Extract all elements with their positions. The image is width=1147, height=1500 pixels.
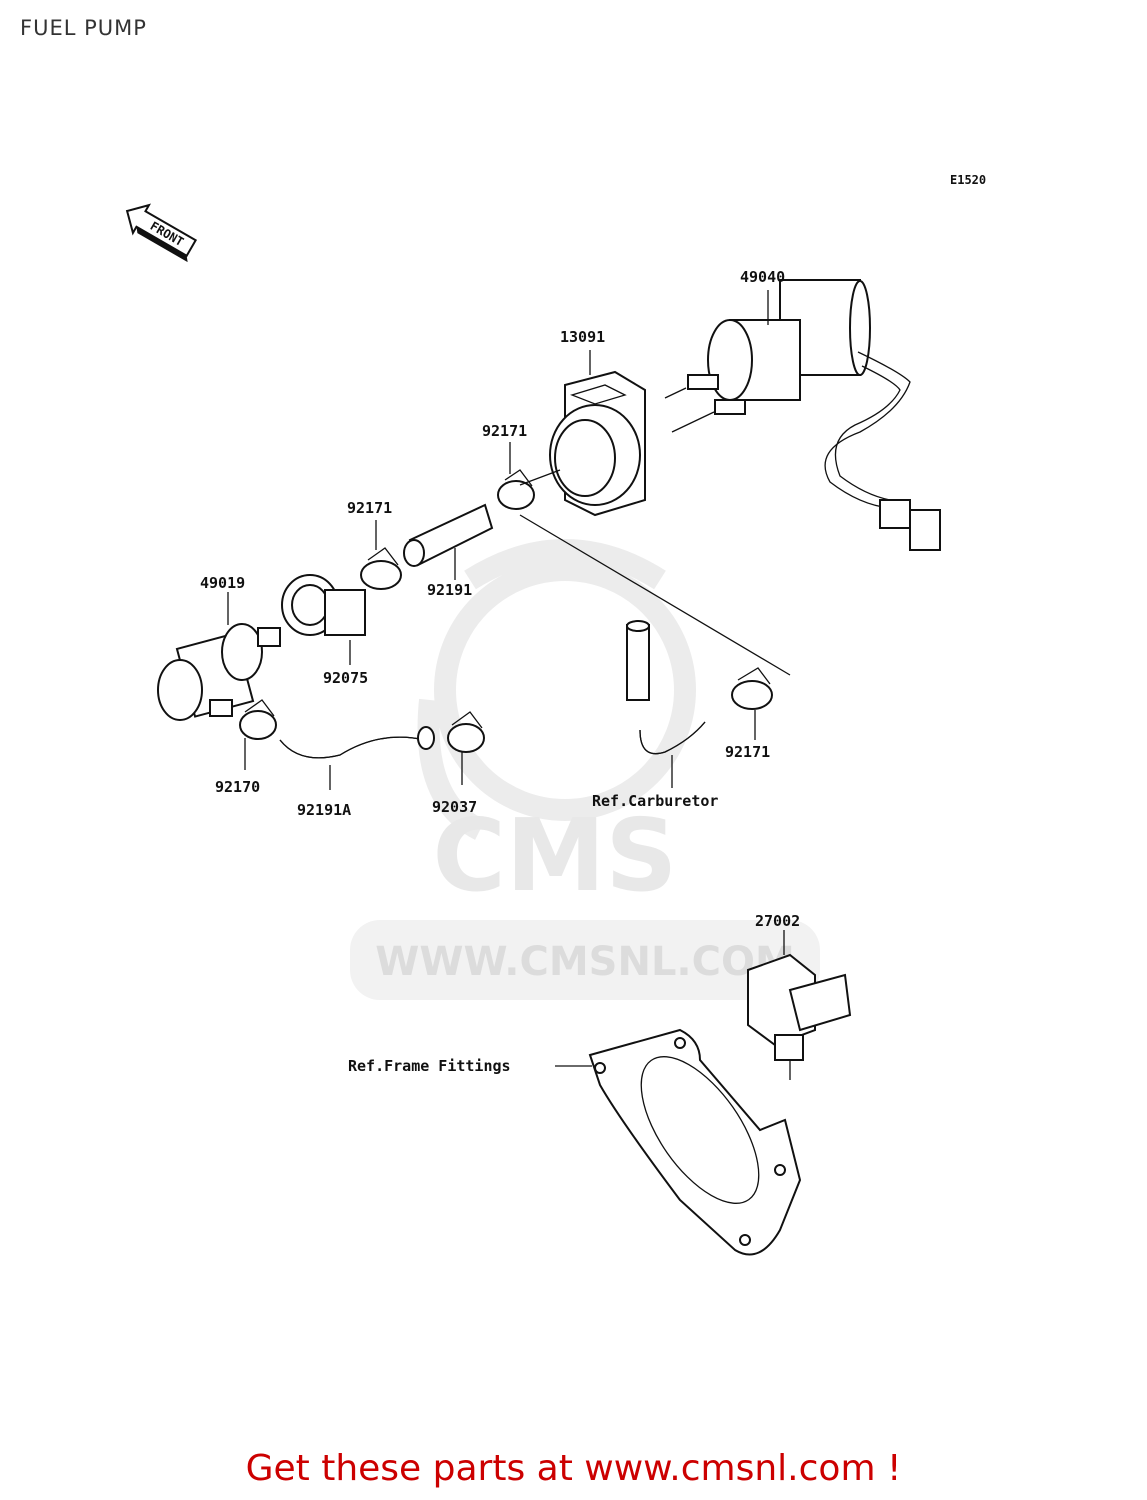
label-13091: 13091: [560, 328, 605, 346]
label-92170: 92170: [215, 778, 260, 796]
front-arrow-icon: FRONT: [125, 203, 198, 263]
label-27002: 27002: [755, 912, 800, 930]
label-49040: 49040: [740, 268, 785, 286]
carburetor-hose-part: [626, 620, 706, 755]
hose-clamp-part: [731, 667, 773, 710]
watermark-brand: CMS: [433, 797, 678, 914]
hose-clamp-part: [447, 711, 485, 753]
diagram-code: E1520: [950, 173, 986, 187]
frame-bracket-part: [588, 1028, 802, 1256]
pump-bracket-part: [549, 370, 646, 517]
page-title: FUEL PUMP: [20, 16, 147, 40]
fuel-hose-part: [403, 503, 494, 567]
label-92171-a: 92171: [482, 422, 527, 440]
watermark-url: WWW.CMSNL.COM: [375, 939, 795, 985]
watermark-url-plate: [350, 920, 820, 1000]
watermark-logo-icon: [417, 539, 696, 840]
hose-clamp-part: [497, 469, 535, 510]
label-92171-c: 92171: [725, 743, 770, 761]
relay-part: [747, 953, 852, 1080]
promo-text[interactable]: Get these parts at www.cmsnl.com !: [245, 1448, 902, 1489]
fuel-pump-part: [664, 279, 941, 551]
fuel-filter-part: [157, 623, 281, 721]
rubber-damper-part: [281, 574, 366, 636]
watermark: CMS WWW.CMSNL.COM: [350, 539, 820, 1000]
label-49019: 49019: [200, 574, 245, 592]
label-92191A: 92191A: [297, 801, 351, 819]
fuel-hose-part: [279, 726, 435, 759]
label-ref-frame-fittings: Ref.Frame Fittings: [348, 1057, 511, 1075]
label-ref-carburetor: Ref.Carburetor: [592, 792, 718, 810]
label-92191: 92191: [427, 581, 472, 599]
label-92037: 92037: [432, 798, 477, 816]
hose-clamp-part: [239, 699, 277, 740]
hose-clamp-part: [360, 547, 402, 590]
label-92171-b: 92171: [347, 499, 392, 517]
label-92075: 92075: [323, 669, 368, 687]
